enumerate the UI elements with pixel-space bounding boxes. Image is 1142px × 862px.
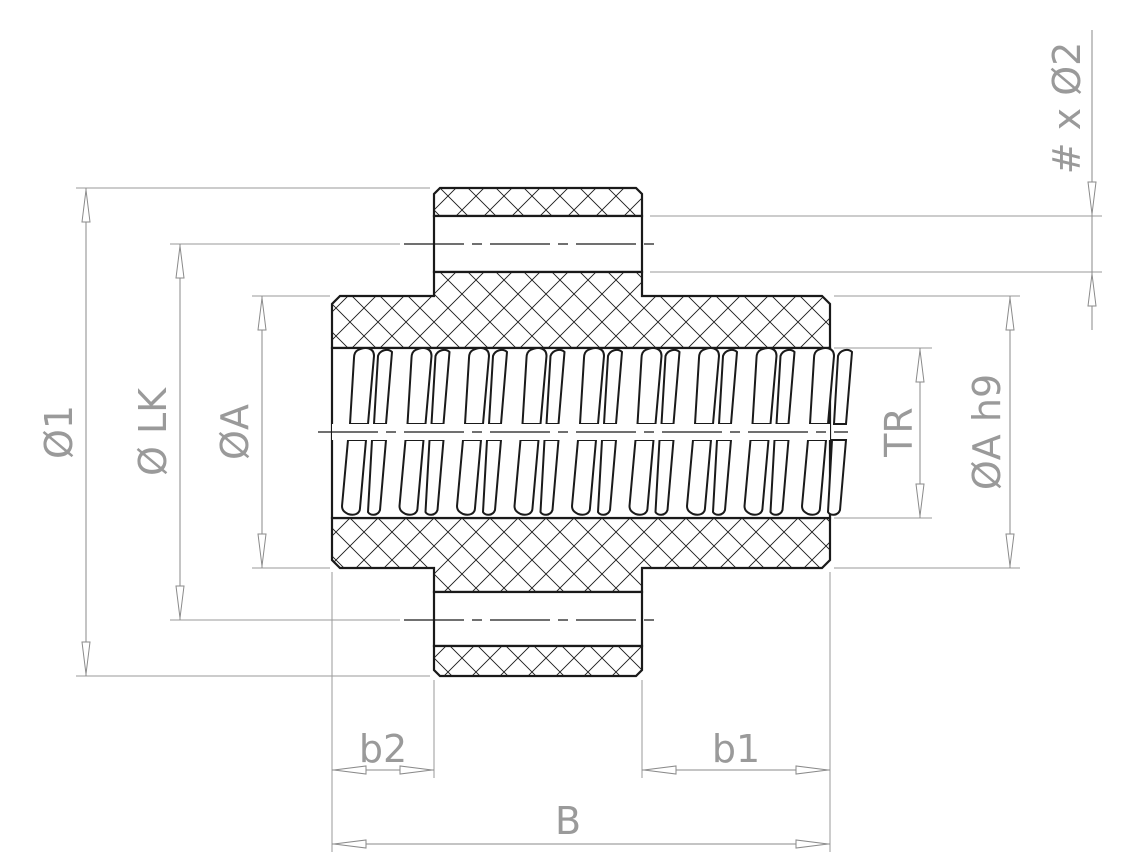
label-b: B: [555, 799, 581, 843]
thread-tooth: [481, 439, 503, 516]
thread-tooth: [539, 439, 560, 516]
label-d1: Ø1: [37, 405, 81, 459]
thread-tooth: [398, 439, 425, 516]
label-lk: Ø LK: [131, 387, 175, 476]
thread-teeth-top: [348, 347, 854, 425]
label-dah9: ØA h9: [965, 374, 1009, 490]
thread-teeth-bottom: [340, 439, 848, 516]
body-top-section: [330, 270, 832, 350]
thread-tooth: [455, 439, 483, 516]
thread-tooth: [487, 348, 509, 425]
body-bottom-section: [330, 516, 832, 594]
thread-tooth: [570, 439, 598, 516]
flange-nut-section: [318, 186, 854, 678]
label-b1: b1: [712, 727, 760, 771]
thread-tooth: [430, 348, 451, 425]
thread-tooth: [769, 439, 790, 516]
label-holes: # x Ø2: [1045, 42, 1089, 175]
thread-tooth: [372, 348, 394, 425]
label-tr: TR: [877, 407, 921, 458]
thread-tooth: [545, 348, 566, 425]
thread-tooth: [366, 439, 388, 516]
thread-tooth: [628, 439, 655, 516]
flange-top-section: [432, 186, 644, 218]
dimension-labels: Ø1 Ø LK ØA TR ØA h9 # x Ø2 b2 b1 B: [37, 42, 1089, 843]
label-da: ØA: [213, 404, 257, 460]
label-b2: b2: [359, 727, 407, 771]
flange-bottom-section: [432, 644, 644, 678]
thread-tooth: [717, 348, 739, 425]
bolt-hole-bottom: [432, 590, 644, 648]
thread-tooth: [596, 439, 618, 516]
thread-tooth: [800, 439, 828, 516]
thread-tooth: [602, 348, 624, 425]
extension-lines: [76, 187, 1102, 852]
thread-tooth: [775, 348, 796, 425]
thread-tooth: [685, 439, 713, 516]
thread-tooth: [743, 439, 770, 516]
thread-tooth: [654, 439, 675, 516]
thread-tooth: [826, 439, 848, 516]
thread-tooth: [340, 439, 368, 516]
thread-tooth: [424, 439, 445, 516]
thread-tooth: [711, 439, 733, 516]
thread-tooth: [513, 439, 540, 516]
thread-tooth: [660, 348, 681, 425]
thread-tooth: [832, 348, 854, 425]
dimension-lines: [81, 30, 1097, 849]
